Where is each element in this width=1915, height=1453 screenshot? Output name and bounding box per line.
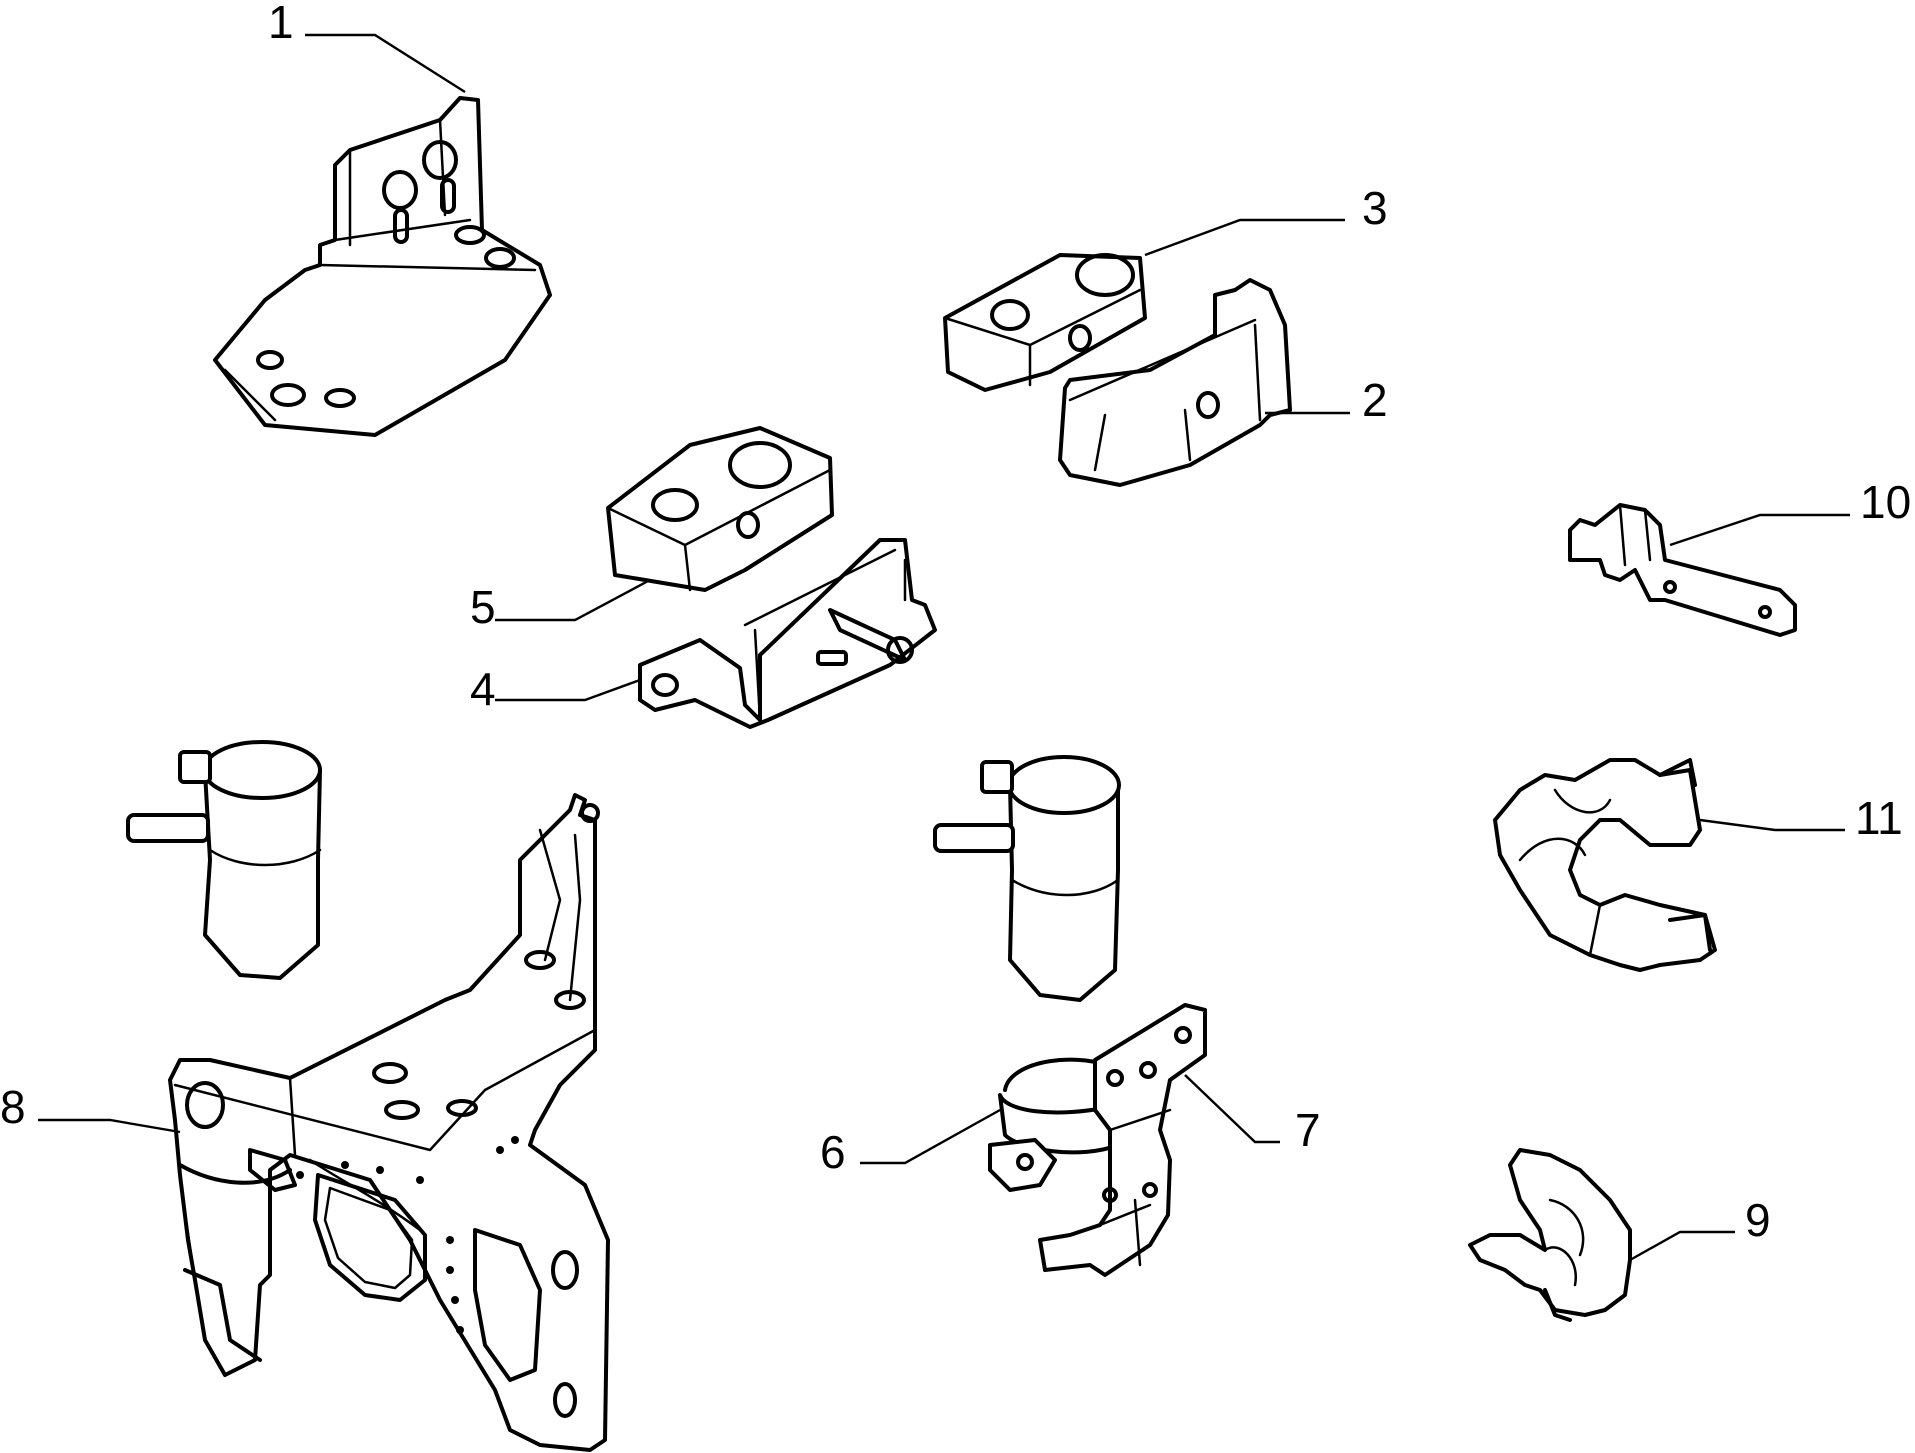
callout-6: 6 [820, 1126, 846, 1178]
part-1-bracket[interactable] [213, 96, 552, 437]
callout-8: 8 [0, 1081, 26, 1133]
leader-lines [38, 33, 1850, 1262]
leader-4 [495, 678, 641, 702]
part-11-double-clip[interactable] [1493, 758, 1717, 972]
leader-3 [1144, 218, 1345, 257]
callout-9: 9 [1745, 1194, 1771, 1246]
part-8-large-bracket[interactable] [168, 793, 610, 1452]
leader-11 [1699, 818, 1845, 832]
callout-5: 5 [470, 581, 496, 633]
callout-11: 11 [1855, 792, 1903, 844]
callout-1: 1 [268, 0, 294, 48]
part-9-clip[interactable] [1468, 1148, 1632, 1322]
part-10-strap-clip[interactable] [1568, 503, 1797, 637]
callout-4: 4 [470, 663, 496, 715]
part-5-foam-block[interactable] [606, 426, 834, 592]
part-6-clamp-ring[interactable] [988, 1057, 1122, 1192]
callout-7: 7 [1295, 1104, 1321, 1156]
leader-10 [1669, 513, 1850, 547]
callout-2: 2 [1362, 374, 1388, 426]
callout-10: 10 [1860, 476, 1911, 528]
callout-3: 3 [1362, 182, 1388, 234]
part-2-channel-clamp[interactable] [1058, 278, 1292, 487]
receiver-drier-center [933, 755, 1121, 1002]
part-7-mount-bracket[interactable] [1038, 1003, 1207, 1277]
receiver-drier-left [126, 740, 322, 980]
part-3-foam-block[interactable] [943, 253, 1147, 392]
callout-numbers: 1 2 3 4 5 6 7 8 9 10 11 [0, 0, 1911, 1246]
leader-7 [1184, 1074, 1280, 1144]
leader-9 [1629, 1230, 1735, 1262]
leader-5 [495, 578, 651, 622]
leader-1 [305, 33, 466, 94]
leader-6 [860, 1108, 1001, 1165]
part-4-bracket-with-pin[interactable] [638, 538, 937, 729]
leader-8 [38, 1118, 181, 1134]
